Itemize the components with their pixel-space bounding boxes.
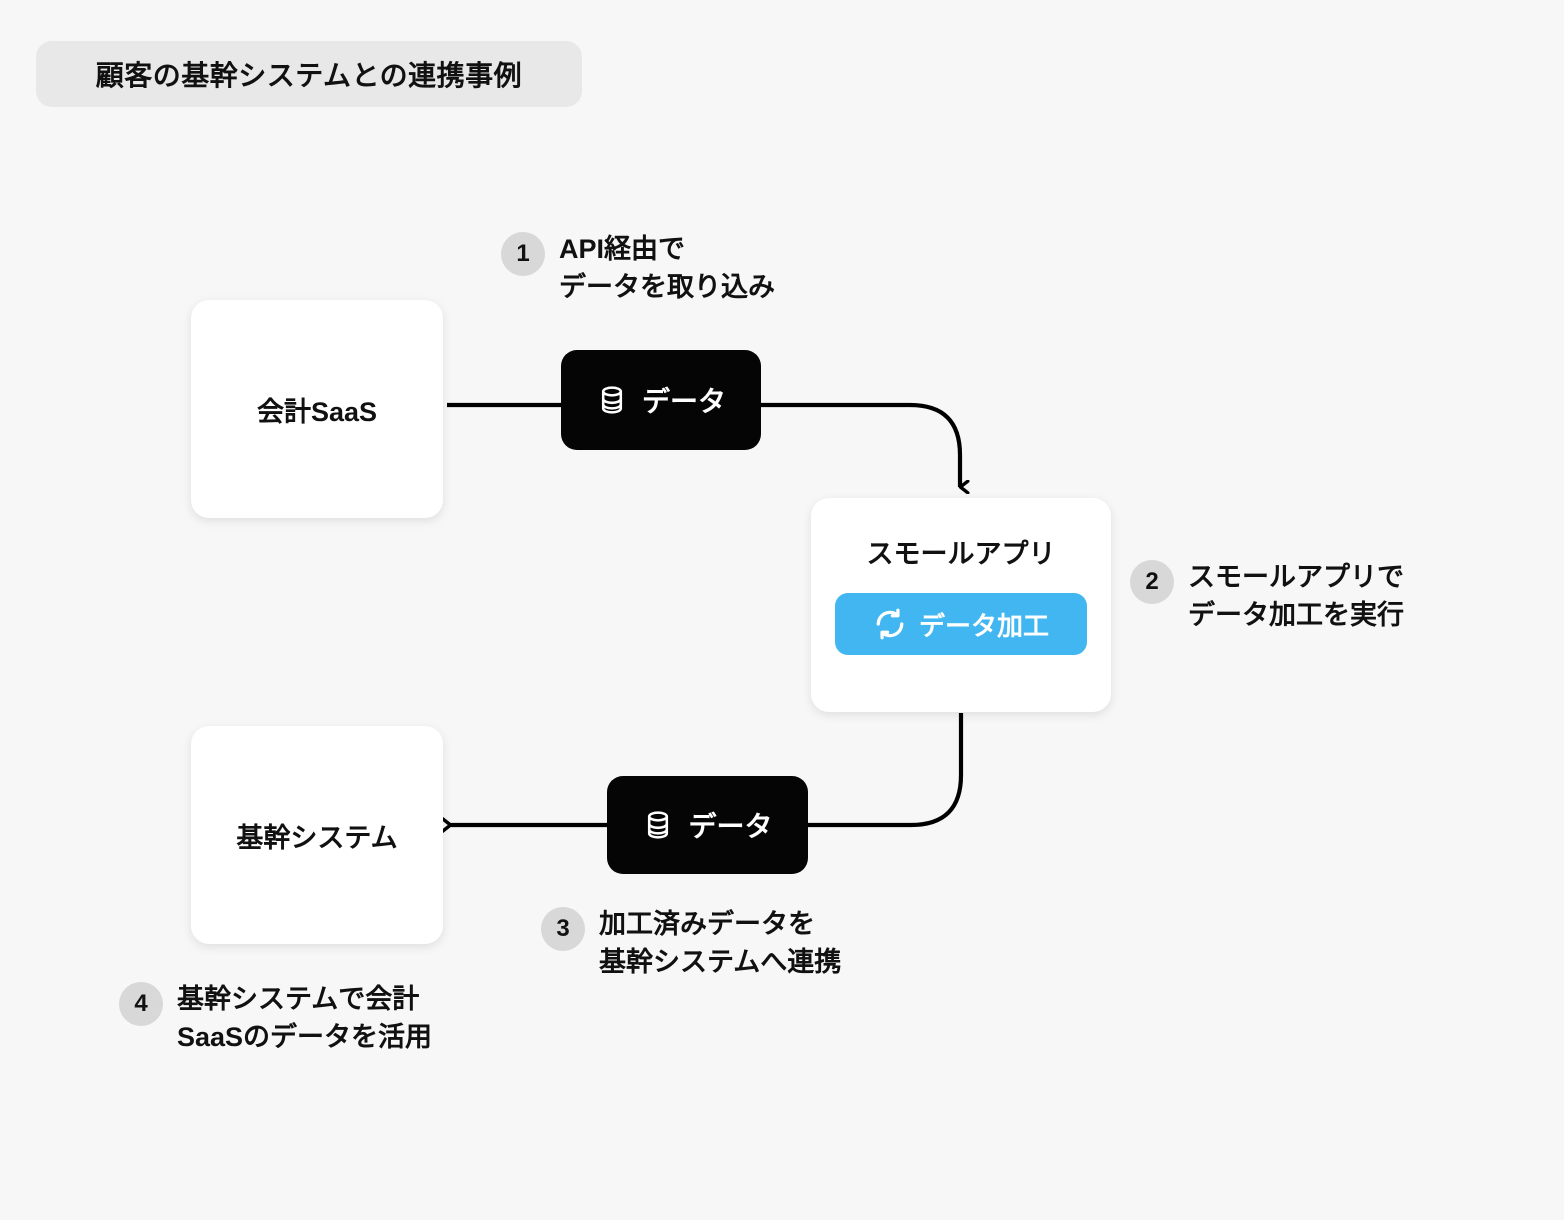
data-badge-bottom[interactable]: データ [607, 776, 808, 874]
step-text-1: API経由で データを取り込み [559, 234, 775, 303]
refresh-icon [873, 607, 907, 641]
step-callout-4: 4 基幹システムで会計 SaaSのデータを活用 [119, 980, 432, 1057]
node-card-small-app[interactable]: スモールアプリ データ加工 [811, 498, 1111, 712]
step-number-2: 2 [1130, 560, 1174, 604]
step-callout-2: 2 スモールアプリで データ加工を実行 [1130, 558, 1404, 635]
node-label-core-system: 基幹システム [236, 822, 398, 853]
database-icon [642, 809, 674, 841]
data-processing-chip-label: データ加工 [918, 610, 1049, 641]
page-title-label: 顧客の基幹システムとの連携事例 [95, 60, 523, 91]
node-label-small-app: スモールアプリ [866, 539, 1056, 569]
data-badge-top[interactable]: データ [561, 350, 761, 450]
step-number-4: 4 [119, 982, 163, 1026]
database-icon [596, 384, 628, 416]
data-processing-chip[interactable]: データ加工 [835, 593, 1087, 655]
connector-app-to-data [808, 713, 964, 828]
connector-data-to-app [761, 402, 960, 487]
step-text-4: 基幹システムで会計 SaaSのデータを活用 [177, 984, 433, 1053]
step-callout-1: 1 API経由で データを取り込み [501, 230, 775, 307]
step-text-2: スモールアプリで データ加工を実行 [1188, 562, 1404, 631]
step-number-1: 1 [501, 232, 545, 276]
data-badge-bottom-label: データ [688, 811, 773, 842]
node-label-accounting-saas: 会計SaaS [256, 396, 378, 427]
data-badge-top-label: データ [641, 386, 726, 417]
step-text-3: 加工済みデータを 基幹システムへ連携 [599, 909, 842, 978]
step-callout-3: 3 加工済みデータを 基幹システムへ連携 [541, 905, 841, 982]
node-card-core-system[interactable]: 基幹システム [191, 726, 443, 944]
page-title: 顧客の基幹システムとの連携事例 [36, 41, 582, 107]
node-card-accounting-saas[interactable]: 会計SaaS [191, 300, 443, 518]
step-number-3: 3 [541, 907, 585, 951]
